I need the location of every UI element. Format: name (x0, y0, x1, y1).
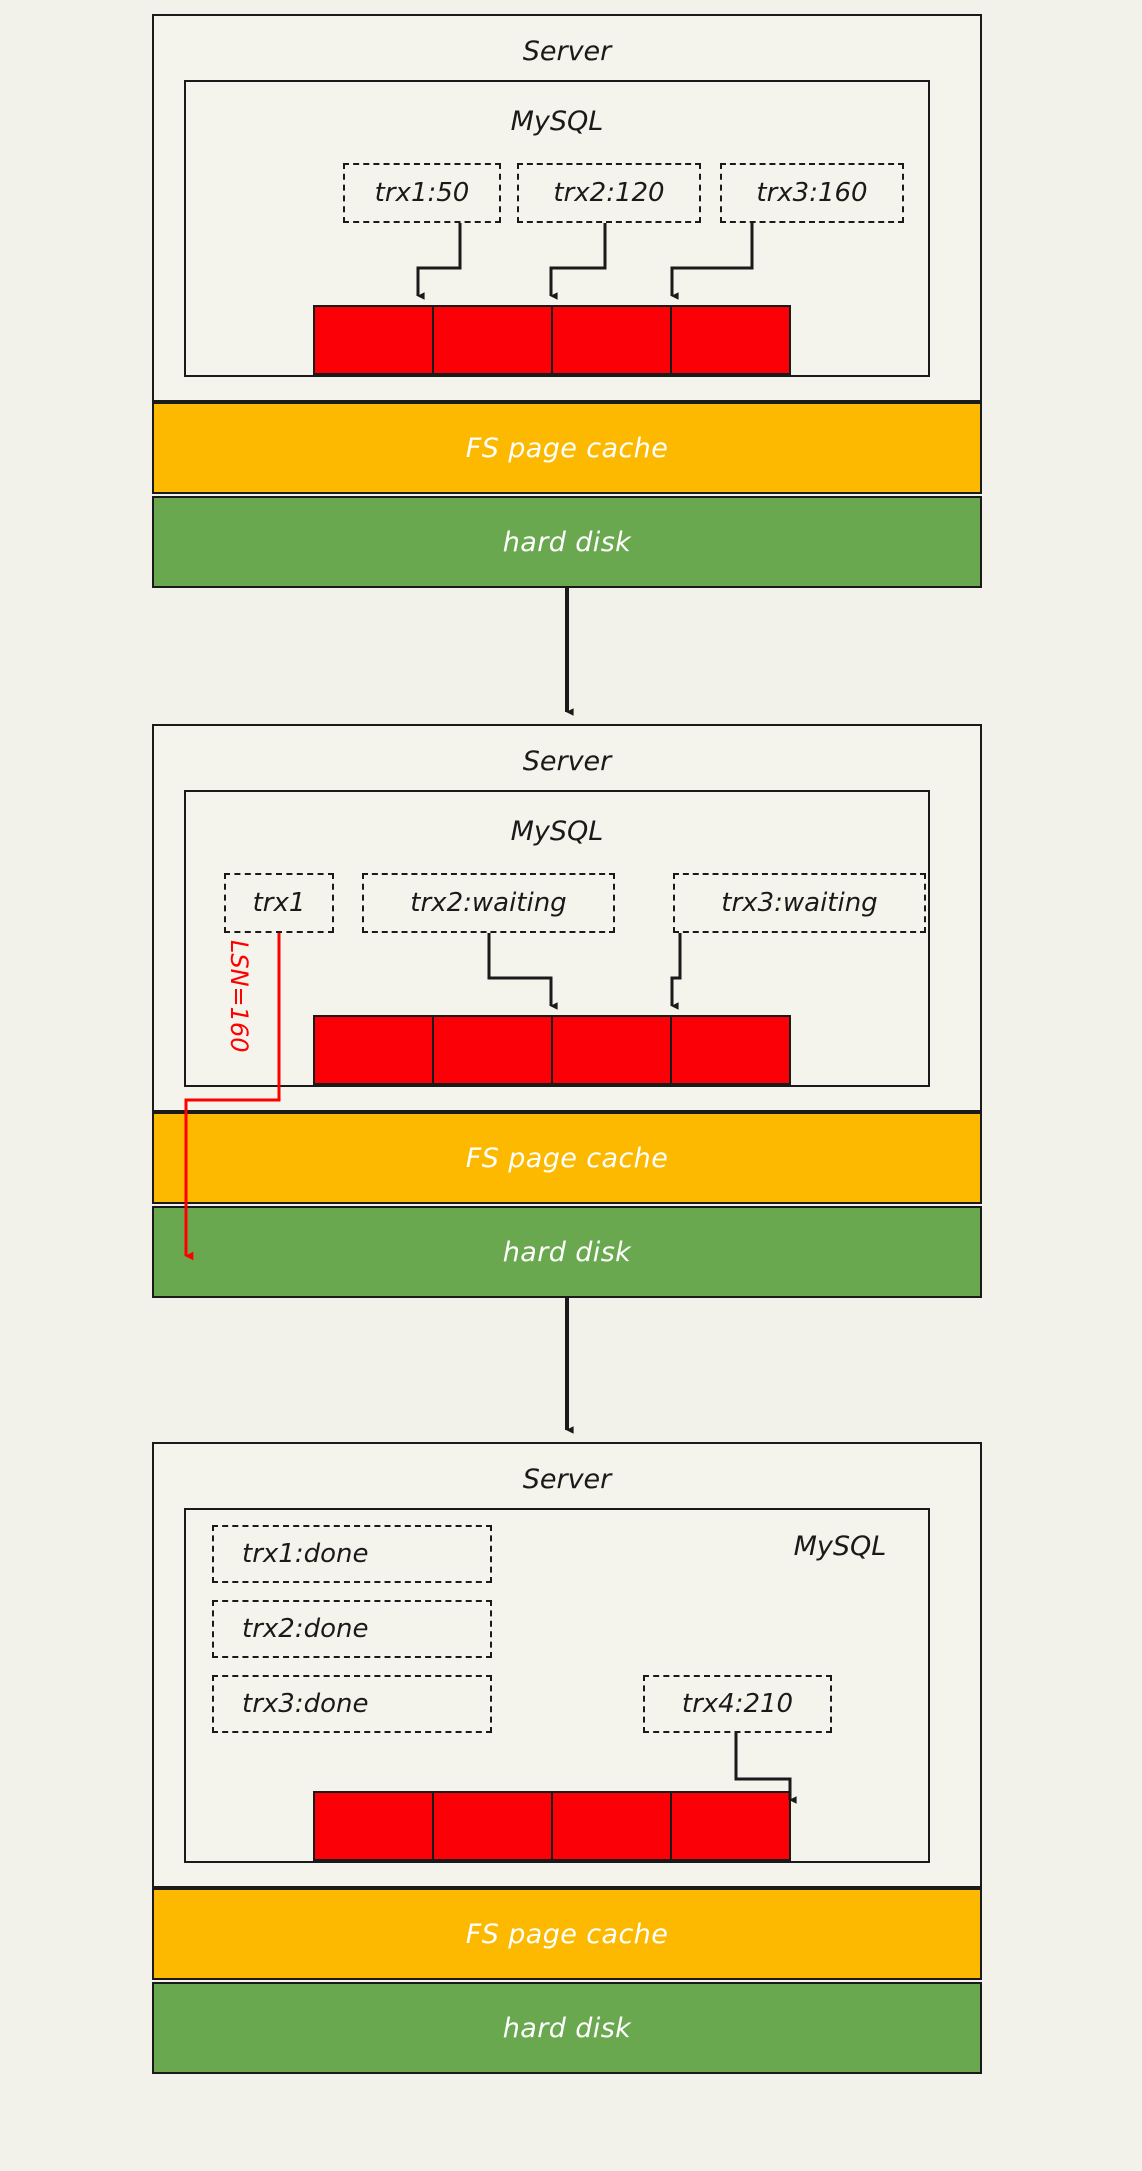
panel-1-trx-1: trx1:50 (343, 163, 501, 223)
panel-1-trx3-to-redolog-arrow (670, 223, 754, 300)
panel-1-hard-disk-label: hard disk (502, 526, 632, 558)
panel-1-trx2-to-redolog-arrow (549, 223, 607, 300)
panel-3-mysql-title: MySQL (793, 1531, 887, 1562)
panel-2-hard-disk-band: hard disk (152, 1206, 982, 1298)
panel-2-trx-1: trx1 (224, 873, 334, 933)
panel-1-fs-page-cache-label: FS page cache (465, 432, 669, 464)
panel-1-redo-log (313, 305, 791, 375)
panel-2-redo-log (313, 1015, 791, 1085)
panel-3-hard-disk-label: hard disk (502, 2012, 632, 2044)
redo-log-cell (315, 1017, 434, 1083)
panel-1-trx-3: trx3:160 (720, 163, 904, 223)
redo-log-cell (434, 307, 553, 373)
redo-log-cell (553, 307, 672, 373)
panel-1-mysql-title: MySQL (510, 106, 604, 137)
panel-1-hard-disk-band: hard disk (152, 496, 982, 588)
panel-3-trx-3-done: trx3:done (212, 1675, 492, 1733)
panel-2-trx3-to-redolog-arrow (670, 933, 682, 1010)
panel-3-trx-2-done: trx2:done (212, 1600, 492, 1658)
panel-1-trx-2: trx2:120 (517, 163, 701, 223)
panel-3-trx-4: trx4:210 (643, 1675, 832, 1733)
panel-3-hard-disk-band: hard disk (152, 1982, 982, 2074)
redo-log-cell (434, 1017, 553, 1083)
panel-2-server-title: Server (522, 746, 612, 777)
panel-2-fs-page-cache-band: FS page cache (152, 1112, 982, 1204)
redo-log-cell (553, 1793, 672, 1859)
panel-2-fs-page-cache-label: FS page cache (465, 1142, 669, 1174)
panel-1-fs-page-cache-band: FS page cache (152, 402, 982, 494)
redo-log-cell (434, 1793, 553, 1859)
panel-3-trx-1-done: trx1:done (212, 1525, 492, 1583)
redo-log-cell (315, 1793, 434, 1859)
redo-log-cell (315, 307, 434, 373)
panel-2-mysql-title: MySQL (510, 816, 604, 847)
panel-3-fs-page-cache-band: FS page cache (152, 1888, 982, 1980)
panel-2-trx-3: trx3:waiting (673, 873, 926, 933)
redo-log-cell (553, 1017, 672, 1083)
panel-2-trx-2: trx2:waiting (362, 873, 615, 933)
panel-2-hard-disk-label: hard disk (502, 1236, 632, 1268)
panel-3-trx4-to-redolog-arrow (734, 1733, 797, 1804)
panel-2-lsn-flush-arrow (184, 933, 281, 1261)
panel-3-redo-log (313, 1791, 791, 1861)
panel-2-trx2-to-redolog-arrow (487, 933, 558, 1010)
panel-3-fs-page-cache-label: FS page cache (465, 1918, 669, 1950)
panel-1-server-title: Server (522, 36, 612, 67)
panel-3-server-title: Server (522, 1464, 612, 1495)
panel-1-trx1-to-redolog-arrow (416, 223, 462, 300)
